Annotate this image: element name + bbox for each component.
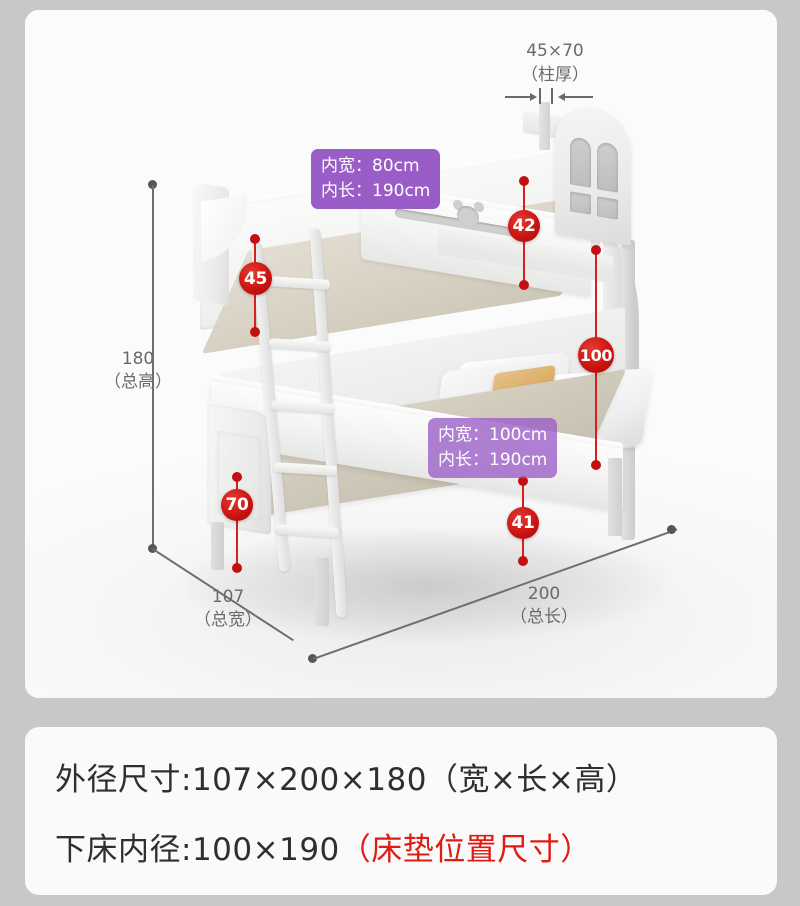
lower-bunk-inner-size-label: 内宽：100cm 内长：190cm [428,418,558,479]
inner-dimension-value: 100×190 [191,832,340,868]
total-height-value: 180 [121,349,155,369]
upper-inner-width: 内宽：80cm [321,156,420,176]
upper-inner-length: 内长：190cm [321,180,431,201]
outer-dimension-line: 外径尺寸:107×200×180（宽×长×高） [55,754,637,799]
top-pillar [539,102,550,150]
marker-41-badge: 41 [507,507,539,539]
marker-100-badge: 100 [578,337,614,373]
lower-inner-length: 内长：190cm [438,449,548,470]
bed-leg-front-left [211,522,224,570]
outer-dimension-label: 外径尺寸: [55,762,192,798]
inner-dimension-line: 下床内径:100×190（床垫位置尺寸） [55,824,592,869]
pillar-caption: （柱厚） [521,64,589,85]
headboard-window-pane-2 [597,141,618,193]
marker-70-badge: 70 [221,489,253,521]
lower-inner-width: 内宽：100cm [438,425,548,445]
product-image-card: 45×70 （柱厚） 180 （总高） [25,10,777,698]
total-height-caption: （总高） [104,371,172,392]
product-photo-scene: 45×70 （柱厚） 180 （总高） [25,10,777,698]
outer-dimension-value: 107×200×180 [191,762,427,798]
total-length-caption: （总长） [510,606,578,627]
bed-leg-front-right [315,558,329,626]
inner-dimension-note: （床垫位置尺寸） [339,832,592,868]
right-arched-headboard [555,101,631,247]
inner-dimension-label: 下床内径: [55,832,192,868]
headboard-window-pane-1 [570,136,591,188]
marker-45-badge: 45 [239,262,272,295]
pillar-size-label: 45×70 [526,41,584,61]
total-length-value: 200 [527,584,561,604]
headboard-window-pane-3 [570,191,591,215]
specification-card: 外径尺寸:107×200×180（宽×长×高） 下床内径:100×190（床垫位… [25,727,777,895]
headboard-window-pane-4 [597,196,618,220]
pillar-annotation: 45×70 （柱厚） [495,40,615,88]
outer-dimension-note: （宽×长×高） [426,762,638,798]
upper-bunk-inner-size-label: 内宽：80cm 内长：190cm [311,149,441,210]
total-width-value: 107 [211,587,245,607]
total-width-caption: （总宽） [194,609,262,630]
marker-42-badge: 42 [508,210,540,242]
bed-leg-back-right [608,458,622,536]
